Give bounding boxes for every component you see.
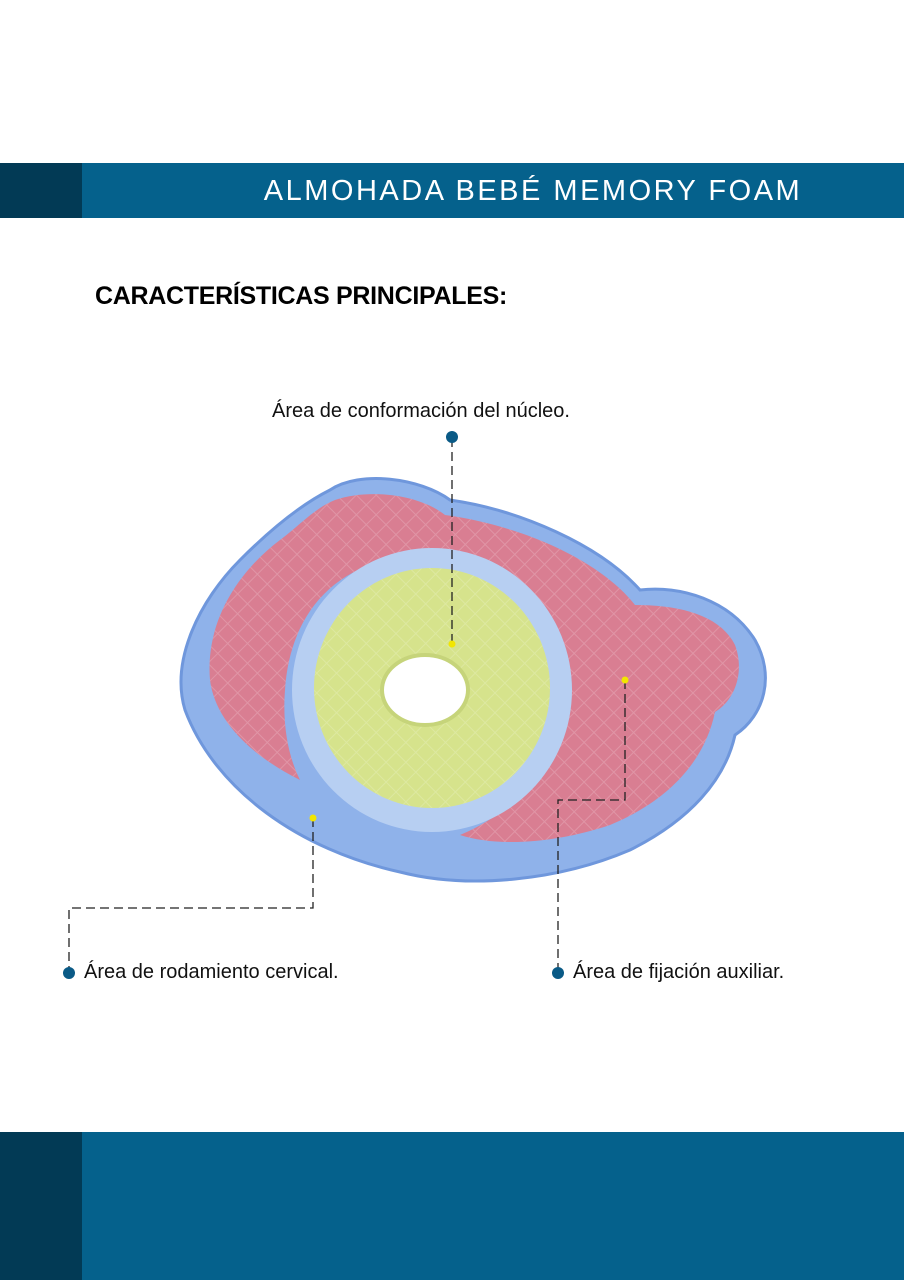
footer-accent-block [0,1132,82,1280]
header-accent-block [0,163,82,218]
section-heading: CARACTERÍSTICAS PRINCIPALES: [95,282,507,310]
auxiliary-dot [552,967,564,979]
header-bar: ALMOHADA BEBÉ MEMORY FOAM [0,163,904,218]
callout-markers [309,640,629,822]
cervical-dot [63,967,75,979]
cervical-marker [309,814,317,822]
footer-bar [0,1132,904,1280]
callout-cervical-label: Área de rodamiento cervical. [84,961,339,983]
core-dot [446,431,458,443]
core-marker [448,640,456,648]
callout-dots [63,431,564,979]
callout-auxiliary-label: Área de fijación auxiliar. [573,961,785,983]
callout-lines [68,438,626,972]
pillow-center-hole [380,653,470,727]
page-title: ALMOHADA BEBÉ MEMORY FOAM [263,175,803,207]
auxiliary-marker [621,676,629,684]
callout-core-label: Área de conformación del núcleo. [272,400,570,422]
